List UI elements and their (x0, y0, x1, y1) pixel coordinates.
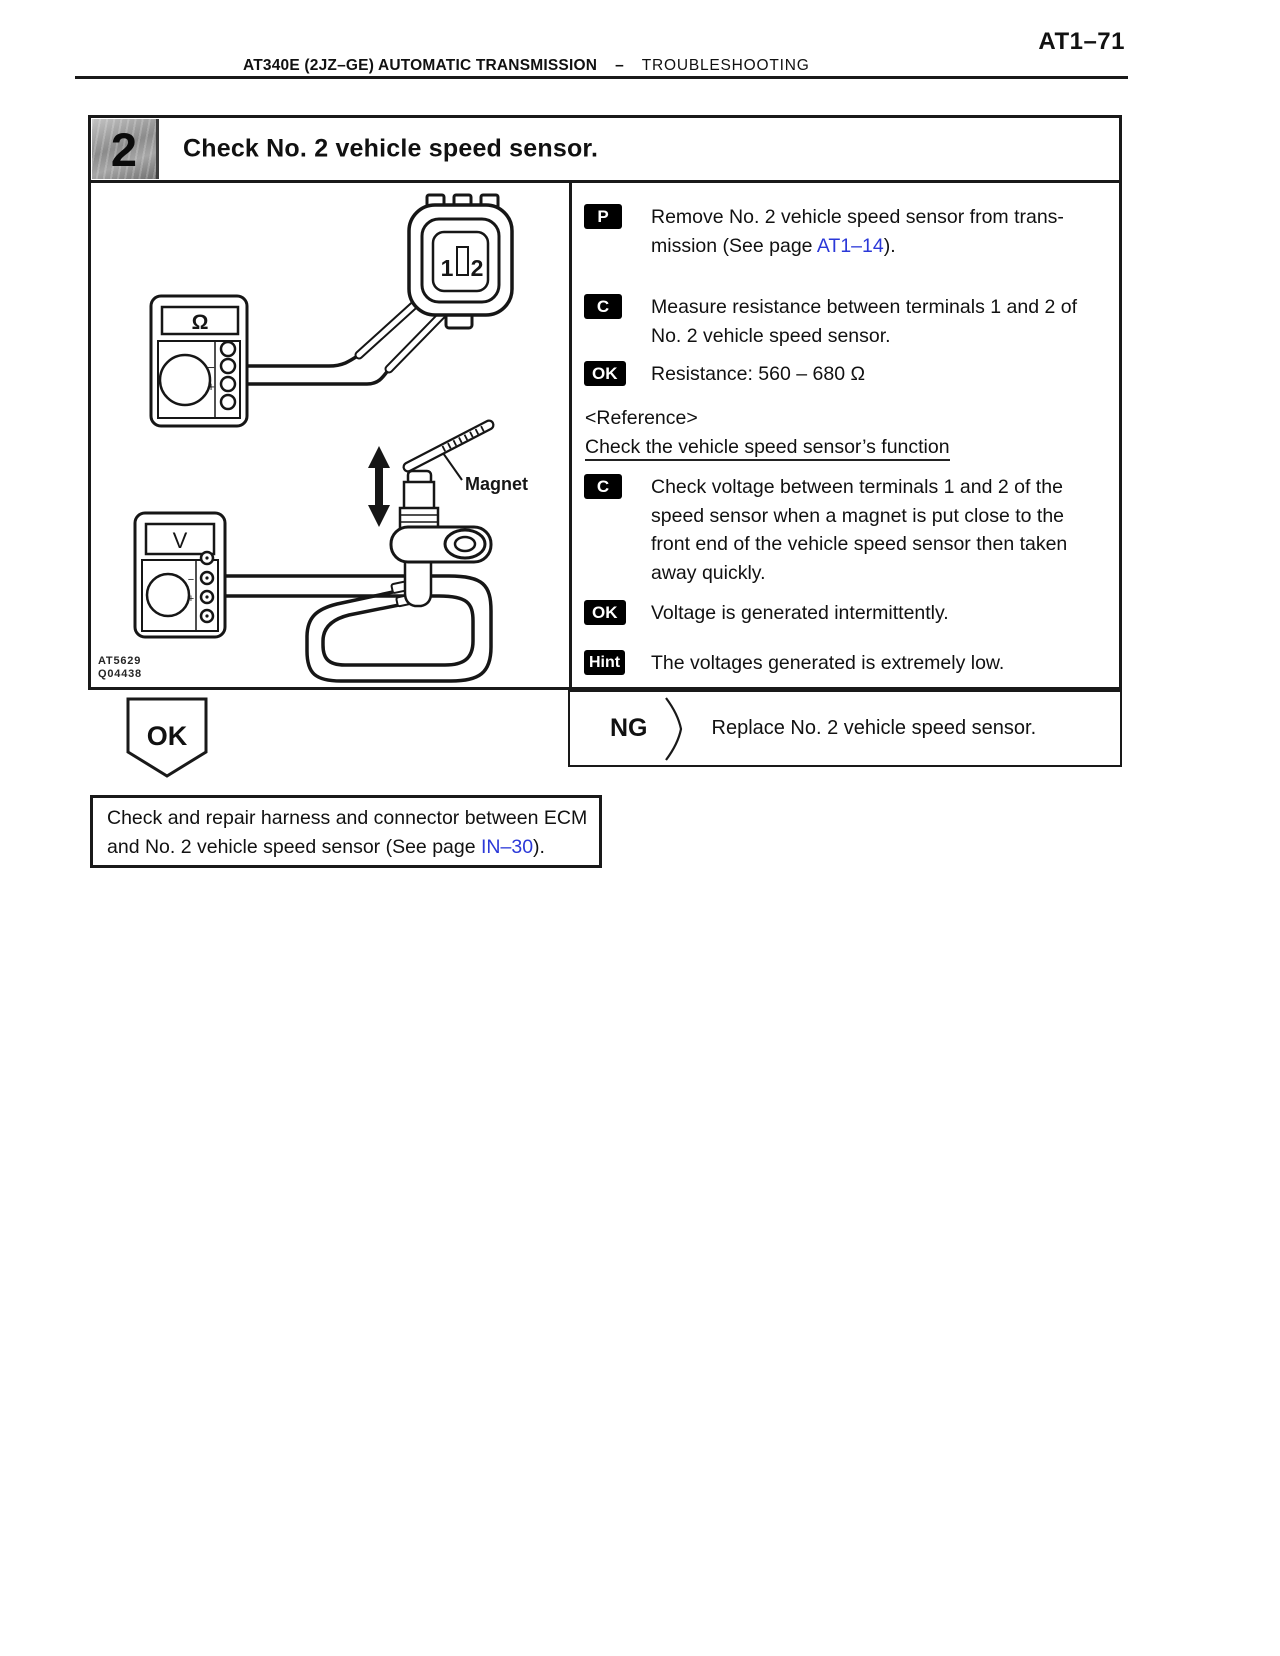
reference-heading: <Reference> (585, 407, 698, 429)
speed-sensor-diagram (389, 469, 493, 608)
magnet-diagram: Magnet (402, 419, 528, 494)
measure-line2: No. 2 vehicle speed sensor. (651, 324, 891, 347)
connector-diagram: 1 2 (407, 193, 514, 330)
resistance-spec: Resistance: 560 – 680 Ω (651, 363, 866, 385)
column-divider (569, 180, 572, 687)
procedure-measure-row: C Measure resistance between terminals 1… (572, 293, 1113, 350)
figure-illustration: 1 2 Ω − + (91, 183, 569, 688)
procedure-check-voltage-row: C Check voltage between terminals 1 and … (572, 473, 1113, 587)
procedure-hint-row: Hint The voltages generated is extremely… (572, 649, 1113, 678)
figure-code-line1: AT5629 (98, 655, 142, 667)
page-number: AT1–71 (1038, 28, 1125, 55)
voltage-line4: away quickly. (651, 561, 766, 584)
measure-line1: Measure resistance between terminals 1 a… (651, 296, 1077, 318)
next-step-box: Check and repair harness and connector b… (90, 795, 602, 868)
voltage-line2: speed sensor when a magnet is put close … (651, 504, 1065, 527)
header-section-subtitle: TROUBLESHOOTING (641, 57, 810, 74)
procedure-panel: P Remove No. 2 vehicle speed sensor from… (572, 183, 1119, 687)
voltage-line3: front end of the vehicle speed sensor th… (651, 533, 1068, 555)
procedure-ok-resistance-row: OK Resistance: 560 – 680 Ω (572, 360, 1113, 389)
reference-subheading: Check the vehicle speed sensor’s functio… (585, 433, 1113, 462)
figure-code-line2: Q04438 (98, 667, 142, 680)
remove-line2: mission (See page AT1–14). (651, 234, 896, 257)
ohmmeter-plus-label: + (207, 379, 215, 394)
running-header: AT340E (2JZ–GE) AUTOMATIC TRANSMISSION–T… (243, 57, 810, 75)
voltmeter-minus-label: − (188, 574, 194, 586)
step-title-row: 2 Check No. 2 vehicle speed sensor. (91, 118, 1119, 183)
up-down-arrow-icon (368, 446, 390, 527)
step-title: Check No. 2 vehicle speed sensor. (183, 134, 599, 163)
ok-badge: OK (584, 600, 626, 625)
procedure-ok-voltage-row: OK Voltage is generated intermittently. (572, 599, 1113, 628)
page-link-in-30[interactable]: IN–30 (481, 836, 534, 858)
voltage-line1: Check voltage between terminals 1 and 2 … (651, 476, 1063, 498)
step-box: 2 Check No. 2 vehicle speed sensor. (88, 115, 1122, 690)
header-section-title: AT340E (2JZ–GE) AUTOMATIC TRANSMISSION (243, 57, 598, 74)
voltmeter-plus-label: + (188, 593, 194, 605)
next-step-line2: and No. 2 vehicle speed sensor (See page… (107, 836, 545, 858)
ok-result-label: OK (147, 721, 188, 751)
ohmmeter-leads (235, 353, 391, 386)
step-number-badge: 2 (92, 119, 159, 179)
next-step-line1: Check and repair harness and connector b… (107, 807, 588, 829)
ng-chevron-icon (664, 696, 682, 761)
voltage-result: Voltage is generated intermittently. (651, 602, 949, 624)
voltmeter-leads (213, 574, 493, 683)
ng-action-text: Replace No. 2 vehicle speed sensor. (711, 717, 1037, 739)
ng-result-box: NG Replace No. 2 vehicle speed sensor. (568, 690, 1122, 767)
ok-badge: OK (584, 361, 626, 386)
reference-block: <Reference> Check the vehicle speed sens… (572, 404, 1113, 462)
procedure-remove-row: P Remove No. 2 vehicle speed sensor from… (572, 203, 1113, 260)
voltmeter-display-symbol: V (173, 528, 188, 553)
ohmmeter-minus-label: − (207, 360, 215, 375)
terminal-1-label: 1 (441, 255, 454, 281)
figure-svg: 1 2 Ω − + (133, 193, 528, 683)
page-link-at1-14[interactable]: AT1–14 (816, 234, 884, 257)
ohmmeter-diagram: Ω − + (149, 294, 249, 428)
voltmeter-diagram: V − + (133, 511, 227, 639)
remove-line1: Remove No. 2 vehicle speed sensor from t… (651, 206, 1064, 228)
prepare-badge: P (584, 204, 622, 229)
check-badge: C (584, 474, 622, 499)
figure-code: AT5629 Q04438 (98, 655, 142, 680)
hint-text: The voltages generated is extremely low. (651, 652, 1005, 674)
ok-result-arrow: OK (126, 697, 208, 778)
magnet-label: Magnet (465, 474, 528, 494)
header-rule (75, 76, 1128, 79)
ng-result-label: NG (610, 714, 648, 742)
check-badge: C (584, 294, 622, 319)
hint-badge: Hint (584, 650, 626, 675)
header-separator: – (615, 57, 624, 74)
ohmmeter-display-symbol: Ω (192, 311, 209, 334)
terminal-2-label: 2 (471, 255, 484, 281)
